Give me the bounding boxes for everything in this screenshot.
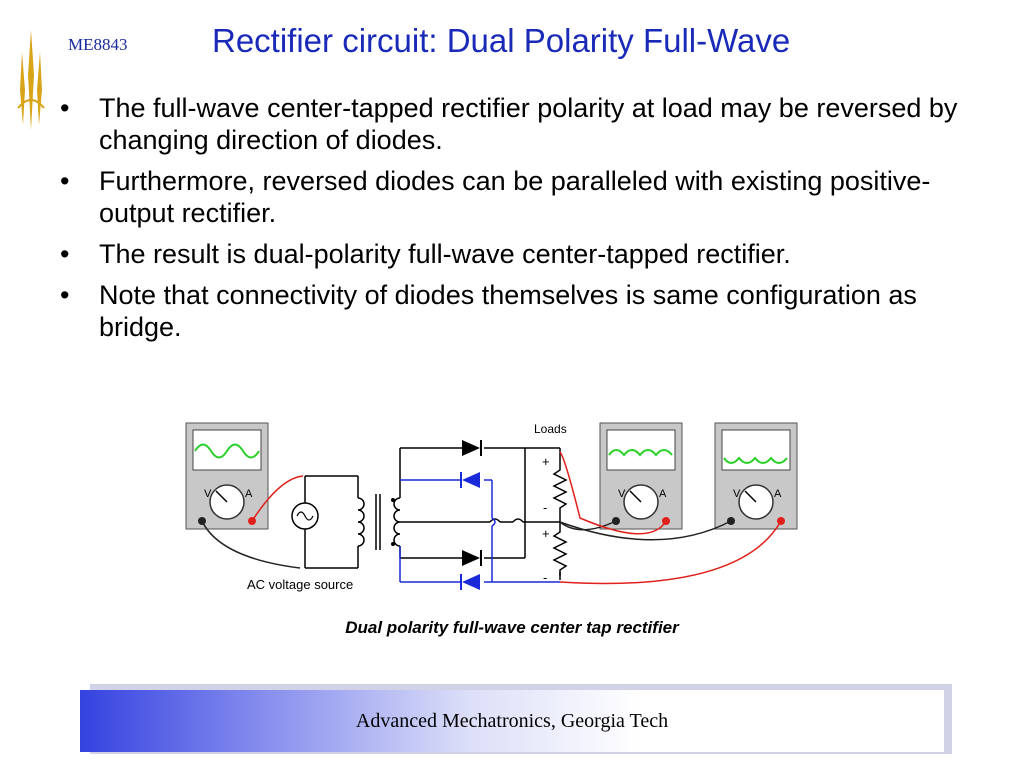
footer-banner: Advanced Mechatronics, Georgia Tech: [80, 690, 944, 752]
meter-v-label: V: [618, 488, 626, 500]
slide-title: Rectifier circuit: Dual Polarity Full-Wa…: [212, 22, 791, 59]
bullet-item: The full-wave center-tapped rectifier po…: [60, 92, 990, 156]
meter-positive-output: V A: [599, 422, 683, 530]
bullet-item: Note that connectivity of diodes themsel…: [60, 279, 990, 343]
minus-label: -: [543, 570, 547, 585]
meter-v-label: V: [204, 488, 212, 500]
diode-forward-bottom: [462, 550, 482, 566]
secondary-wiring: [399, 447, 561, 580]
plus-label: +: [542, 454, 550, 469]
transformer: [357, 476, 401, 568]
reversed-wiring: [399, 479, 560, 583]
meter-a-label: A: [245, 488, 253, 500]
ac-source-label: AC voltage source: [247, 577, 353, 592]
plus-label: +: [542, 526, 550, 541]
meter-a-label: A: [774, 488, 782, 500]
loads: Loads + - + -: [534, 422, 568, 585]
minus-label: -: [543, 500, 547, 515]
probe-leads: [201, 451, 782, 585]
diode-reversed-top: [460, 472, 480, 488]
course-code: ME8843: [68, 35, 128, 54]
meter-source: V A: [185, 422, 269, 530]
diode-reversed-bottom: [460, 574, 480, 590]
bullet-item: The result is dual-polarity full-wave ce…: [60, 238, 990, 270]
figure-caption: Dual polarity full-wave center tap recti…: [345, 618, 679, 637]
bullet-list: The full-wave center-tapped rectifier po…: [60, 92, 990, 352]
bullet-item: Furthermore, reversed diodes can be para…: [60, 165, 990, 229]
loads-label: Loads: [534, 422, 567, 436]
meter-negative-output: V A: [714, 422, 798, 530]
diode-forward-top: [462, 440, 482, 456]
meter-v-label: V: [733, 488, 741, 500]
footer-text: Advanced Mechatronics, Georgia Tech: [355, 709, 669, 732]
meter-a-label: A: [659, 488, 667, 500]
georgia-tech-logo-icon: [17, 30, 45, 130]
ac-source: AC voltage source: [247, 475, 358, 592]
rectifier-circuit-diagram: V A V A V A AC voltage source: [185, 422, 798, 592]
